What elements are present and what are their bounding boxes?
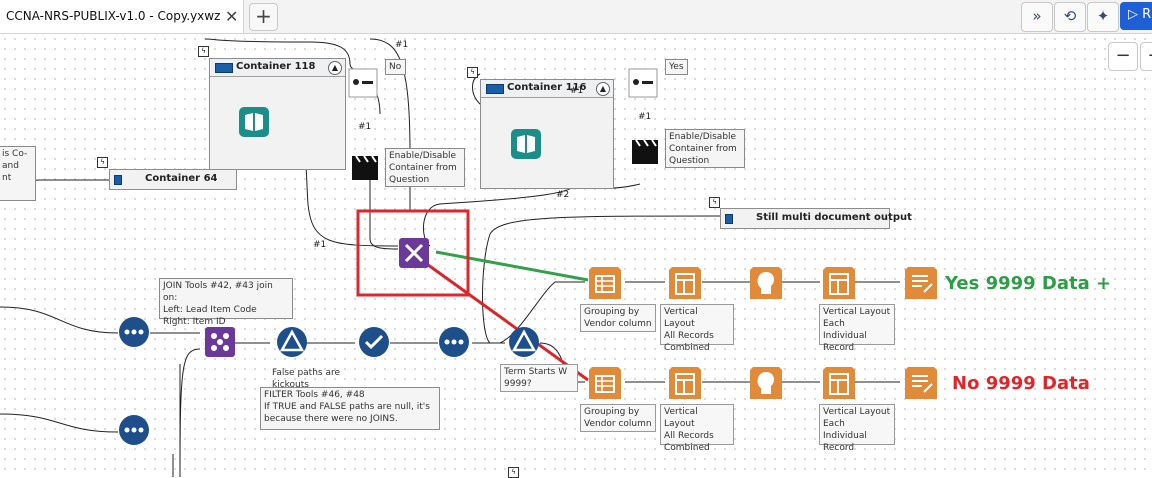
connection-label: #1	[395, 40, 409, 50]
label-vertical-all-top: Vertical Layout All Records Combined	[660, 304, 734, 353]
render-output-icon[interactable]	[904, 366, 938, 400]
label-vertical-each-bottom: Vertical Layout Each Individual Record	[819, 404, 895, 453]
workflow-tab[interactable]: CCNA-NRS-PUBLIX-v1.0 - Copy.yxwz ✕	[0, 0, 244, 33]
sample-tool-icon[interactable]	[118, 414, 150, 446]
container-icon	[215, 63, 233, 73]
container-icon	[725, 214, 733, 224]
comment-no[interactable]: No	[385, 59, 406, 75]
connection-label: #1	[570, 86, 584, 96]
layout-report-icon[interactable]	[822, 266, 856, 300]
render-output-icon[interactable]	[904, 266, 938, 300]
yes-annotation: Yes 9999 Data +	[945, 273, 1112, 294]
connection-label: #1	[358, 122, 372, 132]
dynamic-input-icon[interactable]	[398, 237, 430, 269]
lightning-icon: ϟ	[198, 46, 209, 57]
connection-label: #1	[638, 112, 652, 122]
sample-tool-icon[interactable]	[118, 316, 150, 348]
filter-tool-icon[interactable]	[276, 326, 308, 358]
label-vertical-each-top: Vertical Layout Each Individual Record	[819, 304, 895, 353]
book-input-icon[interactable]	[510, 128, 542, 160]
clapperboard-icon[interactable]	[350, 152, 380, 182]
container-116-title: Container 116	[507, 82, 587, 93]
run-button[interactable]: ▷ R	[1120, 2, 1152, 30]
container-116[interactable]: Container 116 ▲	[480, 79, 614, 189]
select-tool-icon[interactable]	[358, 326, 390, 358]
container-icon	[114, 175, 122, 185]
comment-yes[interactable]: Yes	[665, 59, 688, 75]
add-tab-button[interactable]: +	[249, 3, 278, 31]
container-118[interactable]: Container 118 ▲	[209, 58, 346, 170]
comment-filter-note[interactable]: FILTER Tools #46, #48 If TRUE and FALSE …	[260, 387, 440, 430]
sample-tool-icon[interactable]	[438, 326, 470, 358]
container-still-multi[interactable]: Still multi document output	[720, 208, 912, 229]
label-term-starts: Term Starts W 9999?	[500, 364, 578, 392]
layout-report-icon[interactable]	[668, 266, 702, 300]
history-icon[interactable]: ⟲	[1054, 2, 1086, 32]
comment-join-note[interactable]: JOIN Tools #42, #43 join on: Left: Lead …	[159, 278, 293, 327]
layout-report-icon[interactable]	[822, 366, 856, 400]
zoom-in-button[interactable]: +	[1140, 42, 1152, 71]
connection-label: #1	[313, 240, 327, 250]
lightning-icon: ϟ	[97, 157, 108, 168]
label-grouping-top: Grouping by Vendor column	[580, 304, 656, 332]
magic-wand-icon[interactable]: ✦	[1087, 2, 1119, 32]
workflow-canvas[interactable]: − +	[0, 34, 1152, 478]
container-icon	[486, 84, 504, 94]
container-still-title: Still multi document output	[756, 212, 912, 223]
no-annotation: No 9999 Data	[952, 373, 1090, 394]
comment-enable-disable-1[interactable]: Enable/Disable Container from Question	[385, 148, 465, 187]
collapse-icon[interactable]: ▲	[328, 61, 342, 75]
collapse-icon[interactable]: ▲	[596, 82, 610, 96]
run-label: ▷ R	[1128, 7, 1152, 22]
container-118-title: Container 118	[236, 61, 316, 72]
container-116-header[interactable]: Container 116 ▲	[481, 80, 613, 98]
container-64[interactable]: Container 64	[109, 169, 237, 190]
lightning-icon: ϟ	[467, 67, 478, 78]
layout-report-icon[interactable]	[668, 366, 702, 400]
comment-left-fragment[interactable]: is Co- and nt	[0, 146, 36, 201]
tab-bar: CCNA-NRS-PUBLIX-v1.0 - Copy.yxwz ✕ + » ⟲…	[0, 0, 1152, 34]
label-vertical-all-bottom: Vertical Layout All Records Combined	[660, 404, 734, 453]
lightning-icon: ϟ	[709, 197, 720, 208]
close-icon[interactable]: ✕	[225, 7, 239, 26]
expand-panel-button[interactable]: »	[1021, 2, 1053, 32]
label-grouping-bottom: Grouping by Vendor column	[580, 404, 656, 432]
connection-label: #2	[556, 190, 570, 200]
container-64-title: Container 64	[145, 173, 218, 184]
question-toggle-icon[interactable]	[348, 68, 378, 98]
tab-title: CCNA-NRS-PUBLIX-v1.0 - Copy.yxwz	[6, 9, 221, 23]
render-head-icon[interactable]	[749, 266, 783, 300]
join-tool-icon[interactable]	[204, 326, 236, 358]
table-report-icon[interactable]	[588, 366, 622, 400]
clapperboard-icon[interactable]	[630, 136, 660, 166]
label-false-paths: False paths are kickouts	[272, 368, 341, 390]
filter-tool-icon[interactable]	[508, 326, 540, 358]
zoom-out-button[interactable]: −	[1108, 42, 1138, 71]
container-118-header[interactable]: Container 118 ▲	[210, 59, 345, 77]
comment-enable-disable-2[interactable]: Enable/Disable Container from Question	[665, 129, 745, 168]
lightning-icon: ϟ	[508, 467, 519, 478]
book-input-icon[interactable]	[238, 106, 270, 138]
render-head-icon[interactable]	[749, 366, 783, 400]
table-report-icon[interactable]	[588, 266, 622, 300]
question-toggle-icon[interactable]	[628, 68, 658, 98]
